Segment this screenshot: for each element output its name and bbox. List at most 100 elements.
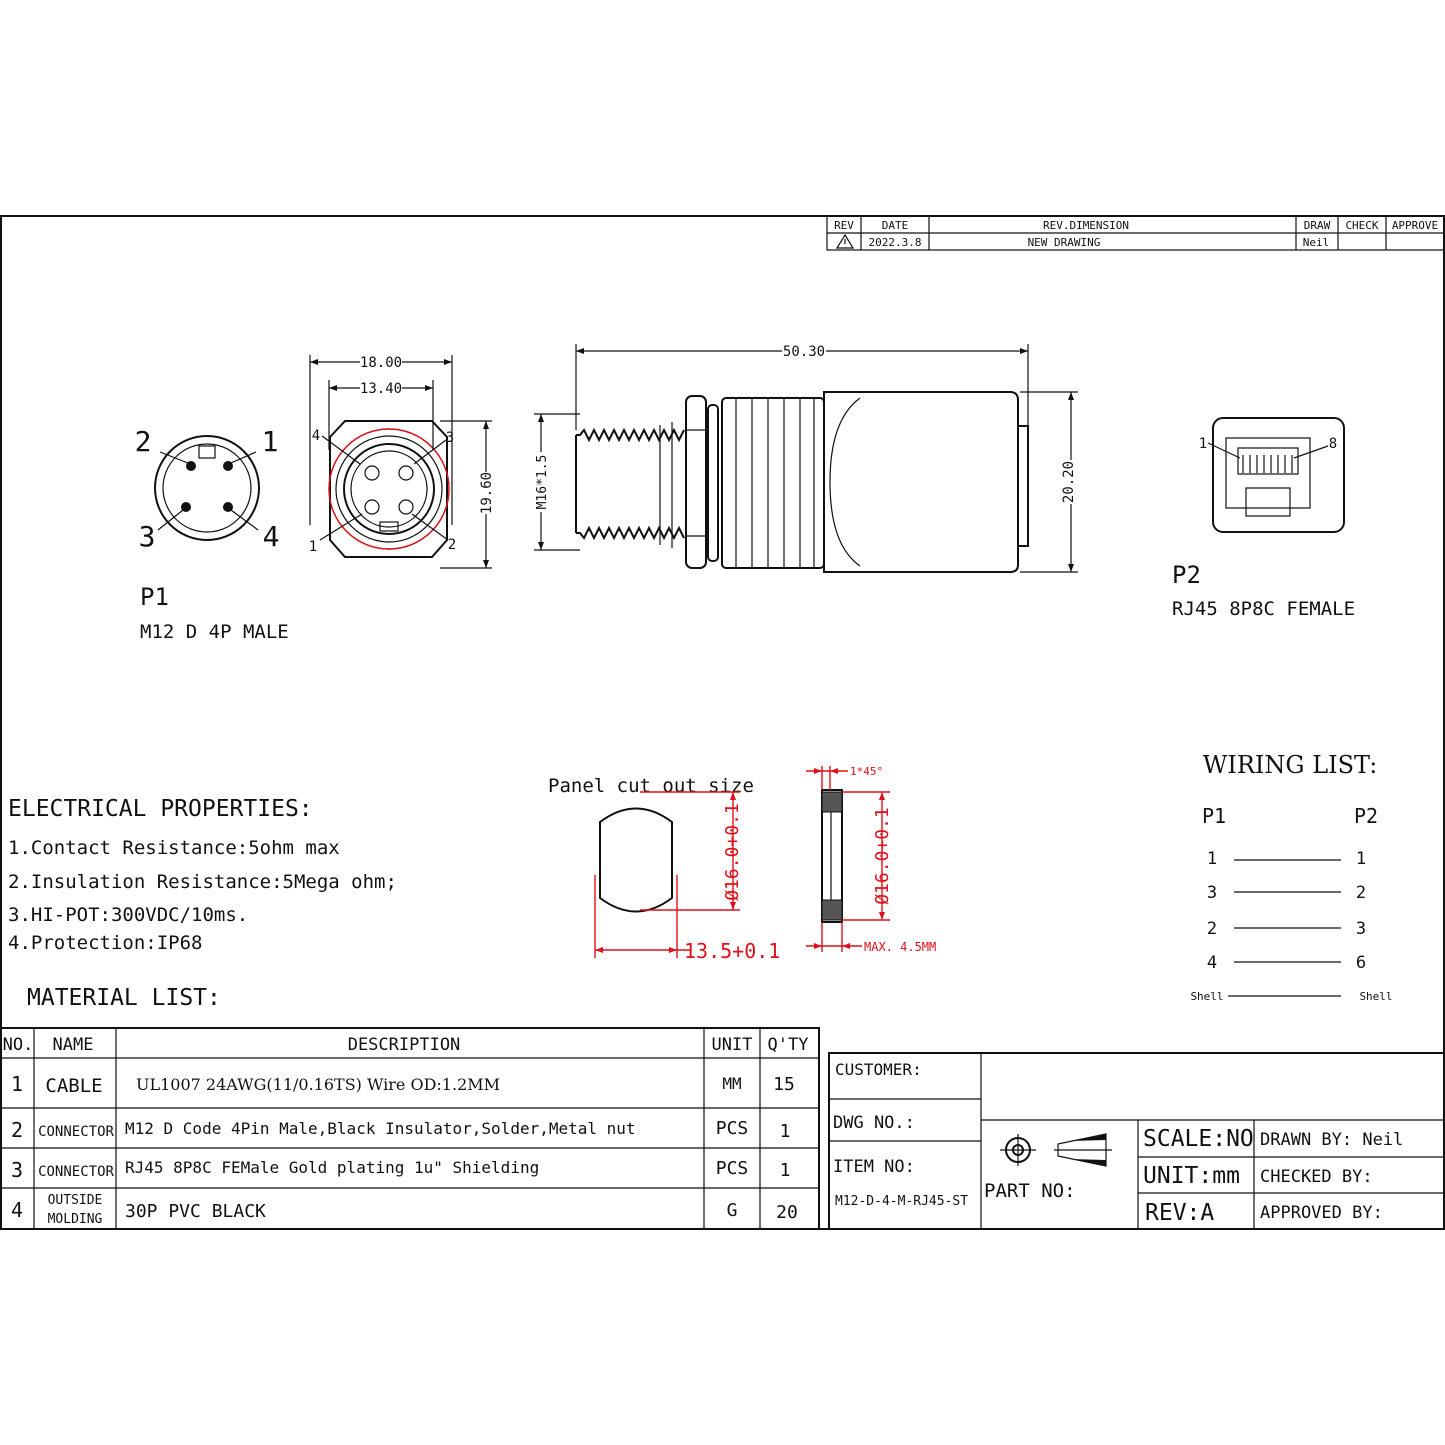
unit-text: UNIT:mm: [1143, 1163, 1240, 1189]
material-name: CABLE: [45, 1075, 102, 1097]
hex-pin-label: 2: [448, 537, 456, 553]
electrical-properties: ELECTRICAL PROPERTIES: 1.Contact Resista…: [8, 796, 397, 954]
panel-cutout: Panel cut out size Ø16.0+0.1 13.5+0.1: [548, 775, 780, 963]
rev-dimension-header: REV.DIMENSION: [1043, 219, 1129, 232]
wiring-p2-pin: Shell: [1359, 990, 1392, 1003]
wiring-row: 3 2: [1207, 883, 1366, 903]
wiring-list: WIRING LIST: P1 P2 1 1 3 2 2 3 4 6 Shell…: [1190, 751, 1392, 1003]
approved-by: APPROVED BY:: [1260, 1203, 1383, 1223]
material-header-qty: Q'TY: [768, 1035, 809, 1055]
hex-pin-label: 3: [446, 430, 454, 446]
warning-triangle-icon: [835, 233, 855, 249]
material-name: OUTSIDE: [48, 1193, 103, 1208]
wiring-row: 1 1: [1207, 849, 1366, 869]
wiring-p2-pin: 6: [1356, 953, 1366, 973]
wiring-p1-pin: 3: [1207, 883, 1217, 903]
p1-front-view: 2 1 3 4 P1 M12 D 4P MALE: [135, 425, 289, 643]
wiring-row: 2 3: [1207, 919, 1366, 939]
material-qty: 1: [780, 1160, 791, 1181]
checked-by: CHECKED BY:: [1260, 1167, 1373, 1187]
material-header-no: NO.: [3, 1035, 34, 1055]
dim-13-5: 13.5+0.1: [684, 939, 780, 963]
material-row: 3 CONNECTOR RJ45 8P8C FEMale Gold platin…: [11, 1158, 790, 1182]
drawn-by: DRAWN BY: Neil: [1260, 1130, 1403, 1150]
material-header-unit: UNIT: [712, 1035, 753, 1055]
rj45-contacts: [1242, 455, 1293, 473]
wiring-p2-pin: 1: [1356, 849, 1366, 869]
material-description: RJ45 8P8C FEMale Gold plating 1u" Shield…: [125, 1158, 539, 1177]
approve-header: APPROVE: [1392, 219, 1438, 232]
material-no: 1: [11, 1072, 23, 1096]
material-qty: 1: [780, 1121, 791, 1142]
revision-dimension: NEW DRAWING: [1028, 236, 1101, 249]
hex-pin-label: 4: [312, 428, 320, 444]
dwg-label: DWG NO.:: [833, 1113, 915, 1133]
electrical-item: 3.HI-POT:300VDC/10ms.: [8, 904, 248, 926]
dim-13-4: 13.40: [360, 381, 402, 397]
material-row: 2 CONNECTOR M12 D Code 4Pin Male,Black I…: [11, 1118, 790, 1142]
material-description: UL1007 24AWG(11/0.16TS) Wire OD:1.2MM: [136, 1075, 500, 1094]
projection-symbol-icon: [1000, 1133, 1112, 1167]
electrical-item: 4.Protection:IP68: [8, 932, 202, 954]
revision-date: 2022.3.8: [869, 236, 922, 249]
customer-label: CUSTOMER:: [835, 1060, 922, 1079]
wiring-p2-pin: 2: [1356, 883, 1366, 903]
wiring-p1-pin: 4: [1207, 953, 1217, 973]
dim-chamfer: 1*45°: [850, 765, 883, 778]
rev-header: REV: [834, 219, 854, 232]
date-header: DATE: [882, 219, 909, 232]
material-table: NO. NAME DESCRIPTION UNIT Q'TY 1 CABLE U…: [0, 1027, 820, 1230]
rj45-pin-label: 1: [1199, 436, 1207, 452]
item-label: ITEM NO:: [833, 1157, 915, 1177]
material-name: MOLDING: [48, 1212, 103, 1227]
dim-50-3: 50.30: [783, 344, 825, 360]
electrical-item: 2.Insulation Resistance:5Mega ohm;: [8, 871, 397, 893]
pin-contacts: [181, 461, 233, 512]
check-header: CHECK: [1345, 219, 1378, 232]
wiring-p1-pin: Shell: [1190, 990, 1223, 1003]
p2-rj45-view: 1 8 P2 RJ45 8P8C FEMALE: [1172, 417, 1355, 620]
material-qty: 20: [776, 1202, 798, 1223]
p1-pin-label: 1: [262, 425, 279, 458]
draw-header: DRAW: [1304, 219, 1331, 232]
wiring-row: Shell Shell: [1190, 990, 1392, 1003]
electrical-title: ELECTRICAL PROPERTIES:: [8, 796, 313, 822]
dim-dia-16-a: Ø16.0+0.1: [722, 803, 743, 901]
p1-pin-label: 2: [135, 425, 152, 458]
material-name: CONNECTOR: [38, 1164, 114, 1180]
hex-pin-label: 1: [309, 539, 317, 555]
material-no: 2: [11, 1118, 23, 1142]
material-row: 1 CABLE UL1007 24AWG(11/0.16TS) Wire OD:…: [11, 1072, 795, 1097]
material-unit: G: [727, 1200, 738, 1221]
material-unit: PCS: [716, 1118, 749, 1139]
dim-m16: M16*1.5: [535, 455, 550, 510]
electrical-item: 1.Contact Resistance:5ohm max: [8, 837, 340, 859]
wiring-p2-pin: 3: [1356, 919, 1366, 939]
dim-20-2: 20.20: [1061, 461, 1077, 503]
material-unit: MM: [722, 1074, 741, 1093]
p1-title: P1: [140, 583, 169, 611]
revision-table: REV DATE REV.DIMENSION DRAW CHECK APPROV…: [826, 215, 1445, 251]
dim-dia-16-b: Ø16.0+0.1: [872, 807, 893, 905]
material-header-name: NAME: [53, 1035, 94, 1055]
title-block: CUSTOMER: DWG NO.: ITEM NO: M12-D-4-M-RJ…: [828, 1052, 1445, 1230]
assembly-side-view: 50.30 M16*1.5 20.20: [532, 342, 1080, 573]
panel-cutout-title: Panel cut out size: [548, 775, 754, 797]
wiring-p1-pin: 2: [1207, 919, 1217, 939]
material-description: 30P PVC BLACK: [125, 1201, 266, 1222]
material-qty: 15: [773, 1074, 795, 1095]
material-no: 3: [11, 1158, 23, 1182]
scale-text: SCALE:NO: [1143, 1126, 1254, 1152]
wiring-row: 4 6: [1207, 953, 1366, 973]
rj45-pin-label: 8: [1329, 436, 1337, 452]
item-value: M12-D-4-M-RJ45-ST: [835, 1194, 968, 1209]
p2-subtitle: RJ45 8P8C FEMALE: [1172, 598, 1355, 620]
p1-pin-label: 4: [263, 520, 280, 553]
dim-19-6: 19.60: [479, 472, 495, 514]
material-row: 4 OUTSIDE MOLDING 30P PVC BLACK G 20: [11, 1193, 798, 1227]
material-unit: PCS: [716, 1158, 749, 1179]
p1-subtitle: M12 D 4P MALE: [140, 621, 289, 643]
wiring-title: WIRING LIST:: [1203, 751, 1378, 779]
material-title: MATERIAL LIST:: [27, 985, 221, 1011]
